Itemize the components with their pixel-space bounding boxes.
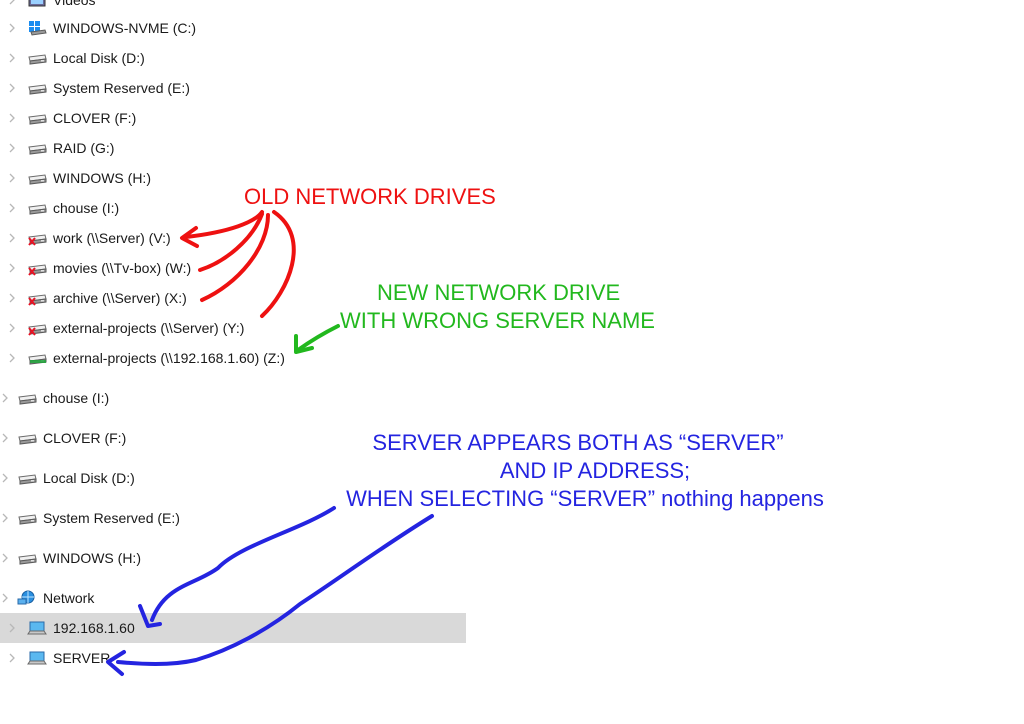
network-drive-icon bbox=[27, 350, 47, 366]
tree-item-archive-x[interactable]: archive (\\Server) (X:) bbox=[0, 283, 466, 313]
tree-item-work-v[interactable]: work (\\Server) (V:) bbox=[0, 223, 466, 253]
drive-icon bbox=[17, 510, 37, 526]
tree-item-videos[interactable]: Videos bbox=[0, 0, 466, 15]
tree-item-label: CLOVER (F:) bbox=[53, 110, 137, 126]
chevron-right-icon[interactable] bbox=[7, 21, 17, 35]
drive-icon bbox=[27, 110, 47, 126]
tree-item-server[interactable]: SERVER bbox=[0, 643, 466, 673]
drive-icon bbox=[17, 550, 37, 566]
drive-icon bbox=[27, 140, 47, 156]
chevron-right-icon[interactable] bbox=[7, 321, 17, 335]
disconnected-network-drive-icon bbox=[27, 320, 47, 336]
drive-icon bbox=[27, 50, 47, 66]
tree-item-label: Local Disk (D:) bbox=[53, 50, 145, 66]
chevron-right-icon[interactable] bbox=[0, 591, 10, 605]
tree-item-label: 192.168.1.60 bbox=[53, 620, 135, 636]
tree-item-label: archive (\\Server) (X:) bbox=[53, 290, 187, 306]
tree-item-label: chouse (I:) bbox=[43, 390, 110, 406]
chevron-right-icon[interactable] bbox=[7, 351, 17, 365]
tree-item-windows-h[interactable]: WINDOWS (H:) bbox=[0, 163, 466, 193]
drive-icon bbox=[17, 390, 37, 406]
chevron-right-icon[interactable] bbox=[7, 291, 17, 305]
disconnected-network-drive-icon bbox=[27, 260, 47, 276]
tree-item-windows-h-root[interactable]: WINDOWS (H:) bbox=[0, 543, 466, 573]
chevron-right-icon[interactable] bbox=[7, 111, 17, 125]
tree-item-chouse-i[interactable]: chouse (I:) bbox=[0, 193, 466, 223]
chevron-right-icon[interactable] bbox=[0, 431, 10, 445]
drive-icon bbox=[17, 430, 37, 446]
tree-item-local-disk-d-root[interactable]: Local Disk (D:) bbox=[0, 463, 466, 493]
tree-item-label: WINDOWS (H:) bbox=[53, 170, 151, 186]
tree-item-raid-g[interactable]: RAID (G:) bbox=[0, 133, 466, 163]
tree-item-label: Local Disk (D:) bbox=[43, 470, 135, 486]
chevron-right-icon[interactable] bbox=[7, 141, 17, 155]
chevron-right-icon[interactable] bbox=[7, 261, 17, 275]
tree-item-label: System Reserved (E:) bbox=[53, 80, 190, 96]
chevron-right-icon[interactable] bbox=[0, 471, 10, 485]
disconnected-network-drive-icon bbox=[27, 290, 47, 306]
tree-item-label: WINDOWS-NVME (C:) bbox=[53, 20, 197, 36]
drive-icon bbox=[27, 80, 47, 96]
tree-item-system-reserved-e[interactable]: System Reserved (E:) bbox=[0, 73, 466, 103]
tree-item-label: work (\\Server) (V:) bbox=[53, 230, 171, 246]
tree-item-external-projects-z[interactable]: external-projects (\\192.168.1.60) (Z:) bbox=[0, 343, 466, 373]
chevron-right-icon[interactable] bbox=[7, 81, 17, 95]
tree-item-external-projects-y[interactable]: external-projects (\\Server) (Y:) bbox=[0, 313, 466, 343]
tree-item-label: movies (\\Tv-box) (W:) bbox=[53, 260, 192, 276]
tree-item-clover-f[interactable]: CLOVER (F:) bbox=[0, 103, 466, 133]
chevron-right-icon[interactable] bbox=[7, 0, 17, 7]
tree-item-192-168-1-60[interactable]: 192.168.1.60 bbox=[0, 613, 466, 643]
tree-item-movies-w[interactable]: movies (\\Tv-box) (W:) bbox=[0, 253, 466, 283]
network-icon bbox=[17, 590, 37, 606]
chevron-right-icon[interactable] bbox=[7, 651, 17, 665]
tree-item-label: external-projects (\\Server) (Y:) bbox=[53, 320, 245, 336]
chevron-right-icon[interactable] bbox=[7, 171, 17, 185]
chevron-right-icon[interactable] bbox=[7, 231, 17, 245]
disconnected-network-drive-icon bbox=[27, 230, 47, 246]
windows-drive-icon bbox=[27, 20, 47, 36]
tree-item-label: CLOVER (F:) bbox=[43, 430, 127, 446]
chevron-right-icon[interactable] bbox=[0, 391, 10, 405]
computer-icon bbox=[27, 650, 47, 666]
tree-item-system-reserved-e-root[interactable]: System Reserved (E:) bbox=[0, 503, 466, 533]
tree-item-local-disk-d[interactable]: Local Disk (D:) bbox=[0, 43, 466, 73]
computer-icon bbox=[27, 620, 47, 636]
tree-item-label: System Reserved (E:) bbox=[43, 510, 180, 526]
tree-item-clover-f-root[interactable]: CLOVER (F:) bbox=[0, 423, 466, 453]
tree-item-label: Network bbox=[43, 590, 95, 606]
chevron-right-icon[interactable] bbox=[0, 511, 10, 525]
drive-icon bbox=[27, 200, 47, 216]
chevron-right-icon[interactable] bbox=[0, 551, 10, 565]
tree-item-label: WINDOWS (H:) bbox=[43, 550, 141, 566]
tree-item-label: chouse (I:) bbox=[53, 200, 120, 216]
tree-item-windows-nvme[interactable]: WINDOWS-NVME (C:) bbox=[0, 13, 466, 43]
tree-item-chouse-i-root[interactable]: chouse (I:) bbox=[0, 383, 466, 413]
chevron-right-icon[interactable] bbox=[7, 621, 17, 635]
tree-item-label: RAID (G:) bbox=[53, 140, 115, 156]
videos-folder-icon bbox=[27, 0, 47, 8]
tree-item-label: SERVER bbox=[53, 650, 111, 666]
drive-icon bbox=[27, 170, 47, 186]
chevron-right-icon[interactable] bbox=[7, 51, 17, 65]
tree-item-network[interactable]: Network bbox=[0, 583, 466, 613]
tree-item-label: external-projects (\\192.168.1.60) (Z:) bbox=[53, 350, 285, 366]
drive-icon bbox=[17, 470, 37, 486]
tree-item-label: Videos bbox=[53, 0, 96, 8]
chevron-right-icon[interactable] bbox=[7, 201, 17, 215]
